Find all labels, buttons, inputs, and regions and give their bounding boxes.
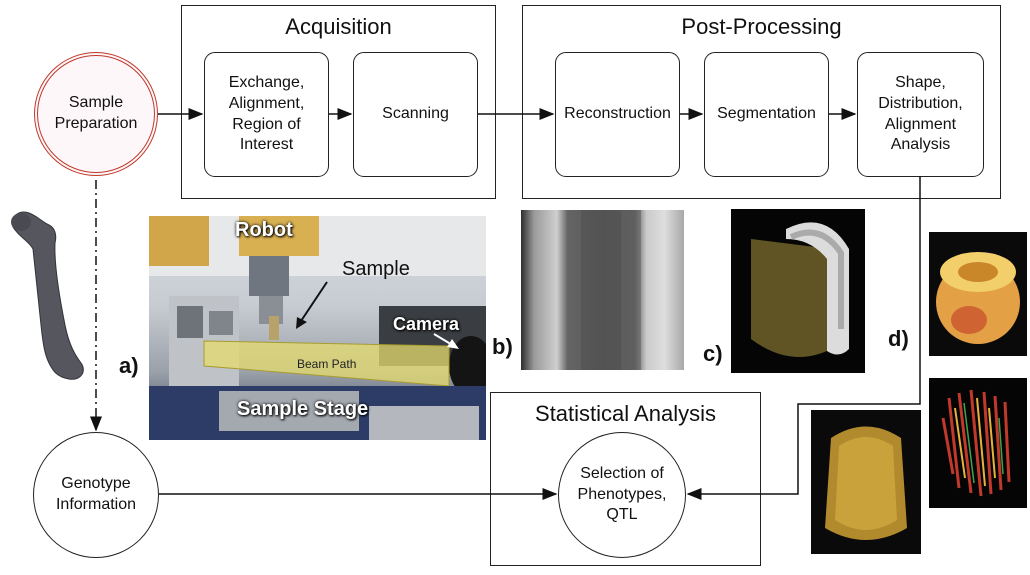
panel-label-c: c) — [703, 341, 723, 366]
reconstruction-scan-image — [521, 210, 684, 370]
fiber-distribution-render-image — [929, 378, 1027, 508]
camera-photo-label: Camera — [393, 314, 460, 334]
sample-preparation-label: Sample Preparation — [54, 94, 138, 132]
segmentation-step: Segmentation — [704, 52, 829, 177]
shape-analysis-step: Shape, Distribution, Alignment Analysis — [857, 52, 984, 177]
genotype-information-node: Genotype Information — [33, 432, 159, 558]
segmentation-label: Segmentation — [717, 105, 816, 123]
panel-label-a: a) — [119, 353, 139, 378]
sample-stage-photo-label: Sample Stage — [237, 398, 369, 420]
femur-bone-icon — [11, 211, 84, 380]
beam-path-photo-label: Beam Path — [297, 357, 357, 371]
robot-setup-photo: Robot Sample Camera Beam Path Sample Sta… — [149, 216, 486, 440]
reconstruction-step: Reconstruction — [555, 52, 680, 177]
exchange-alignment-step: Exchange, Alignment, Region of Interest — [204, 52, 329, 177]
volume-density-render-image — [811, 410, 921, 554]
genotype-information-label: Genotype Information — [55, 475, 137, 513]
shape-analysis-label: Shape, Distribution, Alignment Analysis — [878, 73, 963, 154]
scanning-label: Scanning — [382, 105, 449, 123]
scanning-step: Scanning — [353, 52, 478, 177]
robot-photo-label: Robot — [235, 219, 293, 241]
segmentation-render-image — [731, 209, 865, 373]
exchange-alignment-label: Exchange, Alignment, Region of Interest — [228, 73, 305, 154]
sample-photo-label: Sample — [342, 258, 410, 280]
statistical-analysis-title: Statistical Analysis — [535, 401, 716, 426]
panel-label-b: b) — [492, 334, 513, 359]
ring-density-render-image — [929, 232, 1027, 356]
panel-label-d: d) — [888, 326, 909, 351]
post-processing-title: Post-Processing — [681, 14, 842, 39]
acquisition-title: Acquisition — [285, 14, 392, 39]
reconstruction-label: Reconstruction — [564, 105, 671, 123]
sample-preparation-node: Sample Preparation — [34, 52, 158, 176]
selection-phenotypes-node: Selection of Phenotypes, QTL — [558, 432, 686, 558]
selection-phenotypes-label: Selection of Phenotypes, QTL — [577, 464, 667, 524]
